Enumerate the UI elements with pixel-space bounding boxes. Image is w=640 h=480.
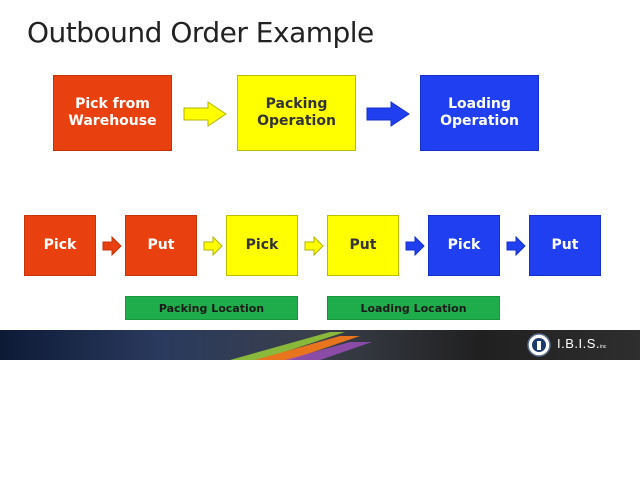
logo-inc: inc — [600, 344, 607, 350]
logo-name: I.B.I.S. — [557, 336, 601, 351]
pick-box: Pick — [226, 215, 298, 276]
arrow-right-icon — [183, 101, 227, 127]
packing-location-bar: Packing Location — [125, 296, 298, 320]
pick-box: Pick — [428, 215, 500, 276]
loading-location-bar: Loading Location — [327, 296, 500, 320]
page-title: Outbound Order Example — [27, 16, 374, 49]
put-box: Put — [327, 215, 399, 276]
ibis-logo-icon — [527, 333, 551, 357]
loading-operation-box: Loading Operation — [420, 75, 539, 151]
arrow-right-icon — [405, 236, 425, 256]
arrow-right-icon — [304, 236, 324, 256]
company-logo-text: I.B.I.S.inc — [557, 336, 606, 351]
pick-box: Pick — [24, 215, 96, 276]
arrow-right-icon — [366, 101, 410, 127]
put-box: Put — [529, 215, 601, 276]
put-box: Put — [125, 215, 197, 276]
slide: Outbound Order Example Pick from Warehou… — [0, 16, 640, 360]
packing-operation-box: Packing Operation — [237, 75, 356, 151]
arrow-right-icon — [102, 236, 122, 256]
arrow-right-icon — [506, 236, 526, 256]
pick-from-warehouse-box: Pick from Warehouse — [53, 75, 172, 151]
arrow-right-icon — [203, 236, 223, 256]
